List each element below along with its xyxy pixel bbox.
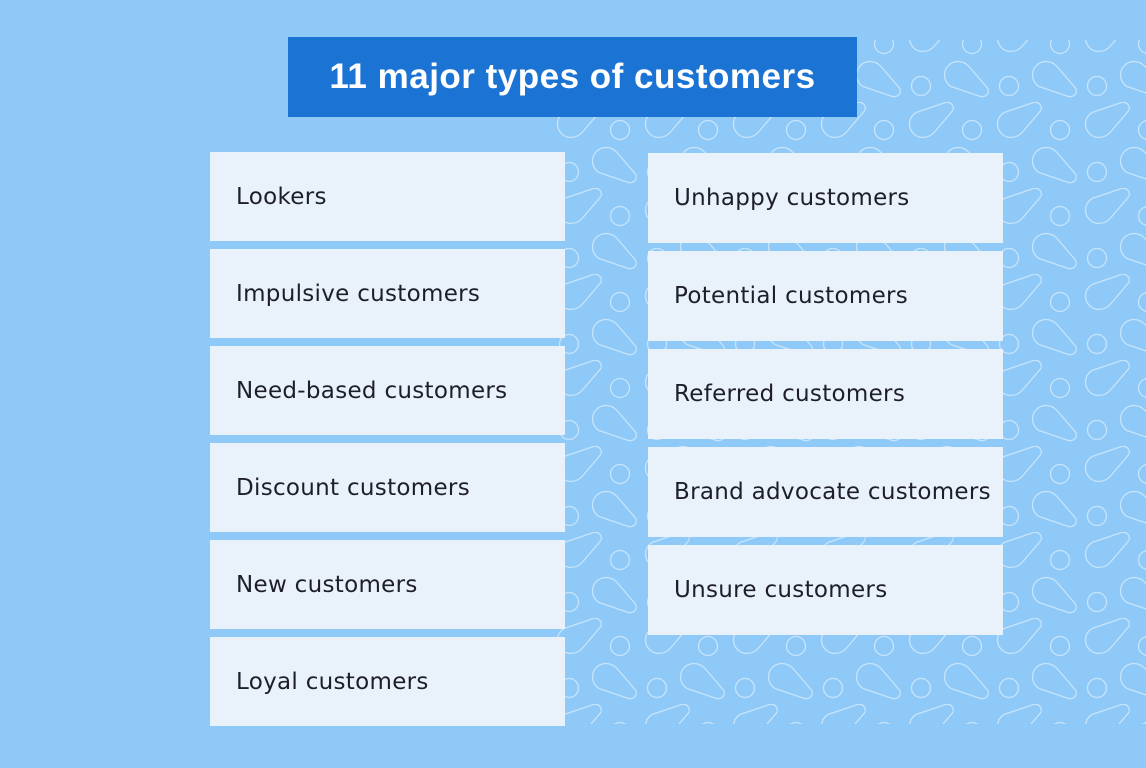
customer-type-card-need-based: Need-based customers [210, 346, 565, 435]
customer-type-card-discount: Discount customers [210, 443, 565, 532]
customer-type-card-impulsive: Impulsive customers [210, 249, 565, 338]
customer-type-label: Unhappy customers [674, 185, 910, 211]
customer-type-label: Discount customers [236, 474, 470, 501]
customer-type-label: Potential customers [674, 283, 909, 309]
customer-type-card-unsure: Unsure customers [648, 545, 1003, 635]
customer-type-card-new: New customers [210, 540, 565, 629]
customer-types-column-left: Lookers Impulsive customers Need-based c… [210, 152, 565, 726]
customer-type-label: New customers [236, 571, 418, 598]
page-title: 11 major types of customers [329, 57, 816, 96]
customer-type-card-loyal: Loyal customers [210, 637, 565, 726]
customer-type-card-brand-advocate: Brand advocate customers [648, 447, 1003, 537]
customer-type-label: Brand advocate customers [674, 479, 991, 505]
customer-types-column-right: Unhappy customers Potential customers Re… [648, 153, 1003, 635]
customer-type-label: Lookers [236, 183, 327, 210]
customer-type-label: Impulsive customers [236, 280, 481, 307]
customer-type-label: Referred customers [674, 381, 906, 407]
title-banner: 11 major types of customers [288, 37, 857, 117]
customer-type-card-unhappy: Unhappy customers [648, 153, 1003, 243]
customer-type-card-referred: Referred customers [648, 349, 1003, 439]
customer-type-card-lookers: Lookers [210, 152, 565, 241]
customer-type-label: Loyal customers [236, 668, 429, 695]
customer-type-card-potential: Potential customers [648, 251, 1003, 341]
customer-type-label: Need-based customers [236, 377, 508, 404]
customer-type-label: Unsure customers [674, 577, 888, 603]
